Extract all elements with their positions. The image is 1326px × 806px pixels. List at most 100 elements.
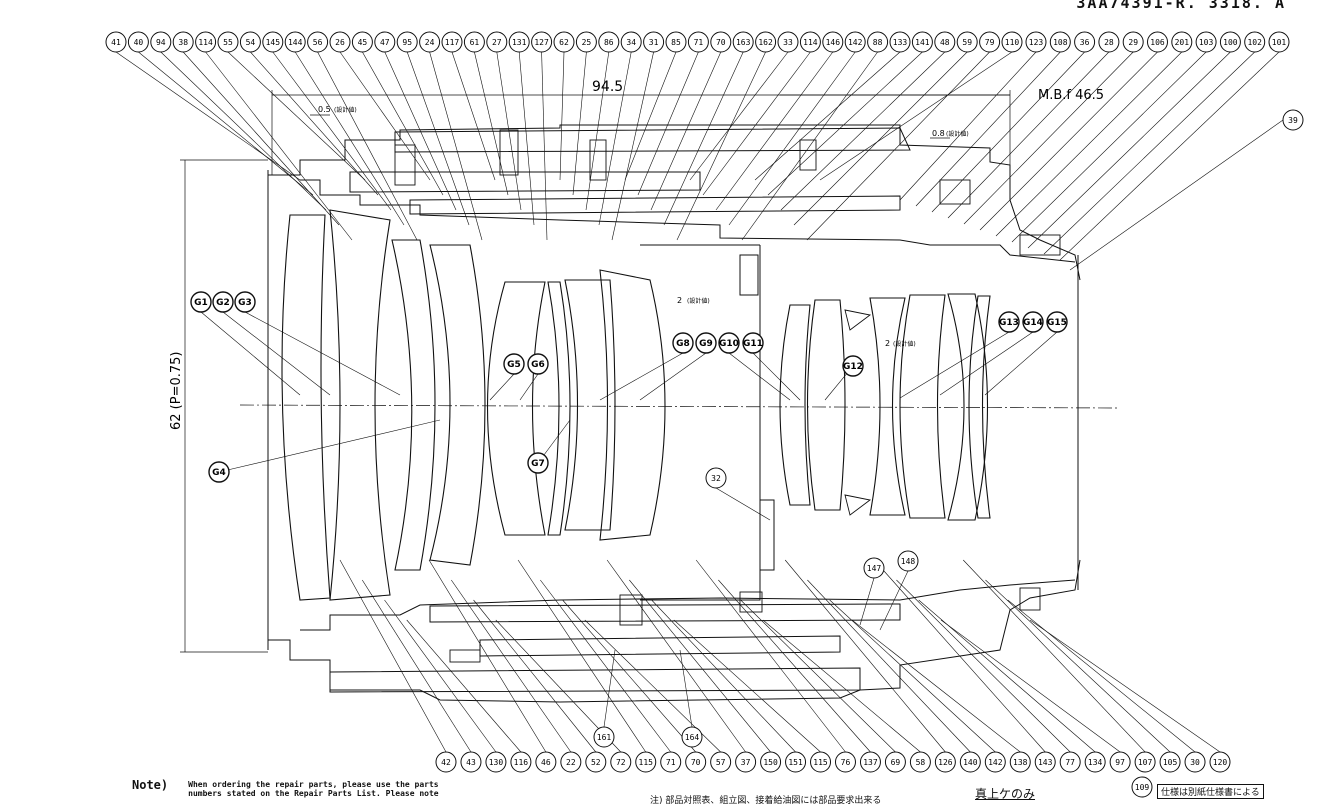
callout-bubble-top: 117	[441, 31, 463, 53]
callout-number: 137	[863, 758, 878, 767]
callout-bubble-bottom: 137	[859, 751, 881, 773]
callout-number: 105	[1163, 758, 1178, 767]
group-label-g5: G5	[503, 353, 525, 375]
group-label-text: G8	[676, 339, 690, 349]
callout-bubble-top: 85	[665, 31, 687, 53]
group-label-text: G9	[699, 339, 713, 349]
leader-line	[474, 51, 509, 196]
callout-bubble-top: 27	[486, 31, 508, 53]
callout-number: 127	[534, 38, 549, 47]
callout-number: 94	[156, 38, 166, 47]
leader-line	[899, 331, 1010, 399]
leader-line	[896, 579, 1071, 753]
callout-bubble-top: 146	[822, 31, 844, 53]
callout-number: 115	[639, 758, 654, 767]
lens-g12	[899, 294, 946, 519]
callout-number: 26	[335, 38, 345, 47]
group-label-g11: G11	[742, 332, 764, 354]
callout-bubble-top: 110	[1001, 31, 1023, 53]
callout-bubble-top: 59	[956, 31, 978, 53]
leader-line	[540, 579, 671, 753]
callout-bubble-bottom: 115	[810, 751, 832, 773]
leader-line	[1059, 51, 1280, 261]
callout-bubble-inner: 148	[897, 550, 919, 572]
dimension-gap-mid-note: (設計値)	[687, 297, 710, 305]
dimension-overall-length: 94.5	[592, 79, 623, 95]
callout-number: 47	[380, 38, 390, 47]
leader-line	[715, 51, 834, 211]
lens-g6	[547, 281, 571, 536]
leader-line	[940, 619, 1121, 753]
dimension-diameter: 62 (P=0.75)	[169, 352, 184, 431]
callout-bubble-top: 26	[329, 31, 351, 53]
leader-line	[451, 51, 496, 181]
group-label-text: G3	[238, 298, 252, 308]
aperture-blades	[640, 244, 761, 601]
callout-bubble-bottom: 138	[1009, 751, 1031, 773]
leader-line	[572, 51, 587, 196]
callout-bubble-bottom: 115	[635, 751, 657, 773]
callout-number: 30	[1190, 758, 1200, 767]
callout-number: 31	[649, 38, 659, 47]
callout-bubble-top: 70	[710, 31, 732, 53]
note-block: Note) When ordering the repair parts, pl…	[132, 779, 439, 798]
callout-bubble-bottom: 37	[735, 751, 757, 773]
leader-line	[473, 599, 597, 753]
callout-bubble-top: 144	[284, 31, 306, 53]
callout-bubble-top-right: 28	[1098, 31, 1120, 53]
leader-line	[362, 579, 472, 753]
leader-line	[384, 51, 457, 211]
group-label-text: G4	[212, 468, 226, 478]
barrel-top-ring2	[409, 195, 901, 215]
leader-line	[1029, 619, 1221, 753]
leader-line	[985, 579, 1171, 753]
callout-bubble-bottom: 52	[585, 751, 607, 773]
leader-line	[218, 419, 441, 473]
dimension-gap-mid2: 2	[885, 339, 890, 348]
leader-line	[222, 311, 331, 396]
leader-line	[637, 51, 699, 196]
leader-line	[752, 352, 801, 401]
barrel-bottom-outline	[268, 559, 1081, 703]
leader-line	[496, 51, 522, 211]
leader-line	[754, 51, 901, 181]
group-label-g1: G1	[190, 291, 212, 313]
dimension-gap-top-note: (設計値)	[334, 106, 357, 114]
callout-number: 25	[582, 38, 592, 47]
group-label-g2: G2	[212, 291, 234, 313]
leader-line	[718, 579, 871, 753]
leader-line	[728, 51, 856, 226]
leader-line	[200, 311, 301, 396]
group-label-g10: G10	[718, 332, 740, 354]
callout-number: 145	[266, 38, 281, 47]
leader-line	[979, 51, 1158, 231]
callout-bubble-top: 33	[777, 31, 799, 53]
callout-bubble-top: 94	[150, 31, 172, 53]
callout-number: 42	[441, 758, 451, 767]
callout-bubble-top: 163	[732, 31, 754, 53]
callout-number: 147	[867, 564, 882, 573]
group-label-text: G13	[999, 318, 1019, 328]
leader-line	[517, 559, 646, 753]
callout-number: 24	[425, 38, 435, 47]
leader-line	[651, 599, 796, 753]
leader-line	[384, 599, 497, 753]
callout-bubble-top: 54	[239, 31, 261, 53]
group-label-text: G10	[719, 339, 739, 349]
lens-g4	[429, 244, 486, 566]
optical-axis	[239, 404, 1121, 409]
leader-line	[598, 51, 632, 226]
dimension-mount-distance: M.B.f 46.5	[1038, 88, 1104, 103]
callout-bubble-bottom: 69	[884, 751, 906, 773]
small-parts	[394, 129, 1061, 663]
leader-line	[663, 51, 744, 226]
leader-line	[702, 51, 811, 196]
callout-bubble-top: 62	[553, 31, 575, 53]
leader-line	[294, 51, 405, 226]
callout-number: 148	[901, 557, 916, 566]
callout-number: 61	[470, 38, 480, 47]
leader-line	[624, 51, 677, 181]
callout-number: 138	[1013, 758, 1028, 767]
callout-bubble-top: 48	[934, 31, 956, 53]
